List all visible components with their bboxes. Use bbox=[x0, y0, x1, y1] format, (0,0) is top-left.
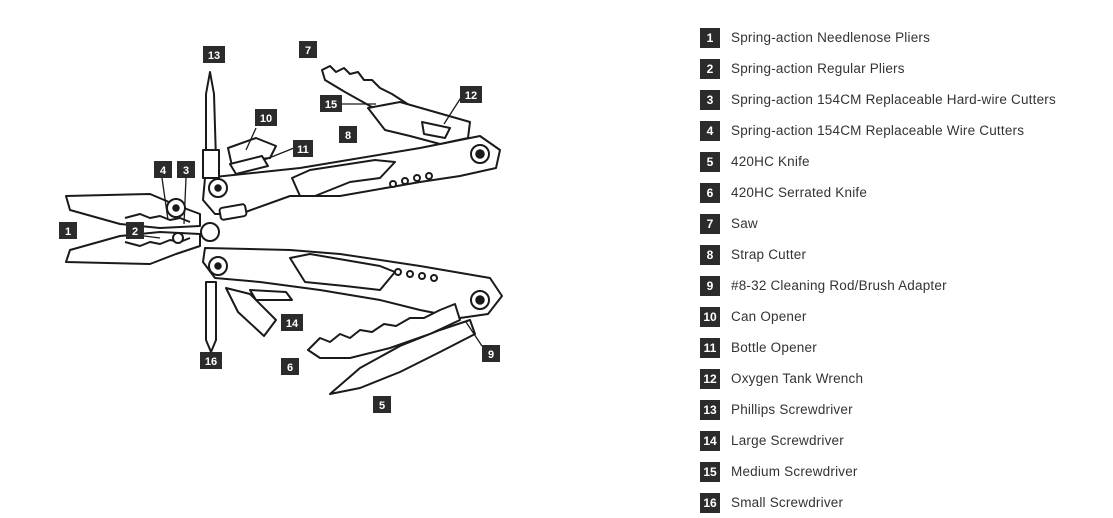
legend-item-11: 11 Bottle Opener bbox=[700, 332, 1100, 363]
svg-text:1: 1 bbox=[65, 226, 71, 238]
callout-11: 11 bbox=[293, 140, 313, 157]
legend-number-badge: 4 bbox=[700, 120, 720, 141]
callout-13: 13 bbox=[203, 46, 225, 63]
callout-1: 1 bbox=[59, 222, 77, 239]
svg-text:7: 7 bbox=[305, 45, 311, 57]
upper-handle-illustration bbox=[202, 135, 501, 221]
callout-4: 4 bbox=[154, 161, 172, 178]
callout-8: 8 bbox=[339, 126, 357, 143]
legend-label: 420HC Serrated Knife bbox=[731, 185, 868, 200]
legend-item-1: 1 Spring-action Needlenose Pliers bbox=[700, 22, 1100, 53]
legend-item-3: 3 Spring-action 154CM Replaceable Hard-wi… bbox=[700, 84, 1100, 115]
callout-15: 15 bbox=[320, 95, 342, 112]
legend-label: Spring-action 154CM Replaceable Hard-wir… bbox=[731, 92, 1056, 107]
legend-number-badge: 15 bbox=[700, 461, 720, 482]
svg-text:15: 15 bbox=[325, 99, 337, 111]
svg-text:16: 16 bbox=[205, 356, 217, 368]
legend-item-4: 4 Spring-action 154CM Replaceable Wire Cu… bbox=[700, 115, 1100, 146]
callout-6: 6 bbox=[281, 358, 299, 375]
legend-item-16: 16 Small Screwdriver bbox=[700, 487, 1100, 518]
legend-item-12: 12 Oxygen Tank Wrench bbox=[700, 363, 1100, 394]
callout-14: 14 bbox=[281, 314, 303, 331]
serrated-knife-illustration bbox=[307, 303, 461, 359]
callout-5: 5 bbox=[373, 396, 391, 413]
svg-text:4: 4 bbox=[160, 165, 167, 177]
legend-label: Phillips Screwdriver bbox=[731, 402, 853, 417]
legend-item-2: 2 Spring-action Regular Pliers bbox=[700, 53, 1100, 84]
svg-text:13: 13 bbox=[208, 50, 220, 62]
legend-number-badge: 9 bbox=[700, 275, 720, 296]
knife-illustration bbox=[329, 319, 476, 395]
callout-16: 16 bbox=[200, 352, 222, 369]
legend-item-5: 5 420HC Knife bbox=[700, 146, 1100, 177]
legend-item-6: 6 420HC Serrated Knife bbox=[700, 177, 1100, 208]
legend-item-13: 13 Phillips Screwdriver bbox=[700, 394, 1100, 425]
legend-label: Saw bbox=[731, 216, 758, 231]
leader-lines bbox=[143, 95, 483, 347]
svg-text:8: 8 bbox=[345, 130, 351, 142]
legend-number-badge: 1 bbox=[700, 27, 720, 48]
svg-text:10: 10 bbox=[260, 113, 272, 125]
legend-item-14: 14 Large Screwdriver bbox=[700, 425, 1100, 456]
svg-text:11: 11 bbox=[297, 144, 309, 156]
svg-text:3: 3 bbox=[183, 165, 189, 177]
callout-3: 3 bbox=[177, 161, 195, 178]
legend-label: Can Opener bbox=[731, 309, 807, 324]
legend-number-badge: 5 bbox=[700, 151, 720, 172]
callout-2: 2 bbox=[126, 222, 144, 239]
svg-text:5: 5 bbox=[379, 400, 385, 412]
legend-item-15: 15 Medium Screwdriver bbox=[700, 456, 1100, 487]
legend-label: #8-32 Cleaning Rod/Brush Adapter bbox=[731, 278, 947, 293]
callout-7: 7 bbox=[299, 41, 317, 58]
legend-label: Oxygen Tank Wrench bbox=[731, 371, 864, 386]
legend-label: Bottle Opener bbox=[731, 340, 817, 355]
legend-number-badge: 13 bbox=[700, 399, 720, 420]
legend-label: Spring-action Needlenose Pliers bbox=[731, 30, 931, 45]
legend-item-9: 9 #8-32 Cleaning Rod/Brush Adapter bbox=[700, 270, 1100, 301]
large-screwdriver-illustration bbox=[225, 287, 293, 337]
svg-text:9: 9 bbox=[488, 349, 494, 361]
legend-number-badge: 2 bbox=[700, 58, 720, 79]
legend-number-badge: 6 bbox=[700, 182, 720, 203]
legend-label: Strap Cutter bbox=[731, 247, 807, 262]
callout-12: 12 bbox=[460, 86, 482, 103]
legend-label: Large Screwdriver bbox=[731, 433, 844, 448]
svg-text:2: 2 bbox=[132, 226, 138, 238]
phillips-screwdriver-illustration bbox=[202, 71, 220, 179]
legend-number-badge: 8 bbox=[700, 244, 720, 265]
legend-number-badge: 11 bbox=[700, 337, 720, 358]
pliers-jaws-illustration bbox=[65, 193, 220, 265]
legend-number-badge: 16 bbox=[700, 492, 720, 513]
legend-number-badge: 12 bbox=[700, 368, 720, 389]
small-screwdriver-illustration bbox=[205, 281, 217, 353]
legend-label: Medium Screwdriver bbox=[731, 464, 858, 479]
legend-number-badge: 10 bbox=[700, 306, 720, 327]
svg-text:12: 12 bbox=[465, 90, 477, 102]
callout-9: 9 bbox=[482, 345, 500, 362]
callout-10: 10 bbox=[255, 109, 277, 126]
legend-number-badge: 7 bbox=[700, 213, 720, 234]
svg-text:14: 14 bbox=[286, 318, 299, 330]
legend-item-8: 8 Strap Cutter bbox=[700, 239, 1100, 270]
legend-item-7: 7 Saw bbox=[700, 208, 1100, 239]
svg-text:6: 6 bbox=[287, 362, 293, 374]
openers-illustration bbox=[227, 137, 277, 175]
legend-number-badge: 14 bbox=[700, 430, 720, 451]
legend-item-10: 10 Can Opener bbox=[700, 301, 1100, 332]
multitool-diagram: 1 2 3 4 5 6 7 8 9 10 11 12 13 14 15 16 bbox=[59, 41, 503, 413]
legend-label: Small Screwdriver bbox=[731, 495, 844, 510]
legend-label: Spring-action Regular Pliers bbox=[731, 61, 905, 76]
legend-label: 420HC Knife bbox=[731, 154, 810, 169]
legend-label: Spring-action 154CM Replaceable Wire Cut… bbox=[731, 123, 1025, 138]
legend-number-badge: 3 bbox=[700, 89, 720, 110]
